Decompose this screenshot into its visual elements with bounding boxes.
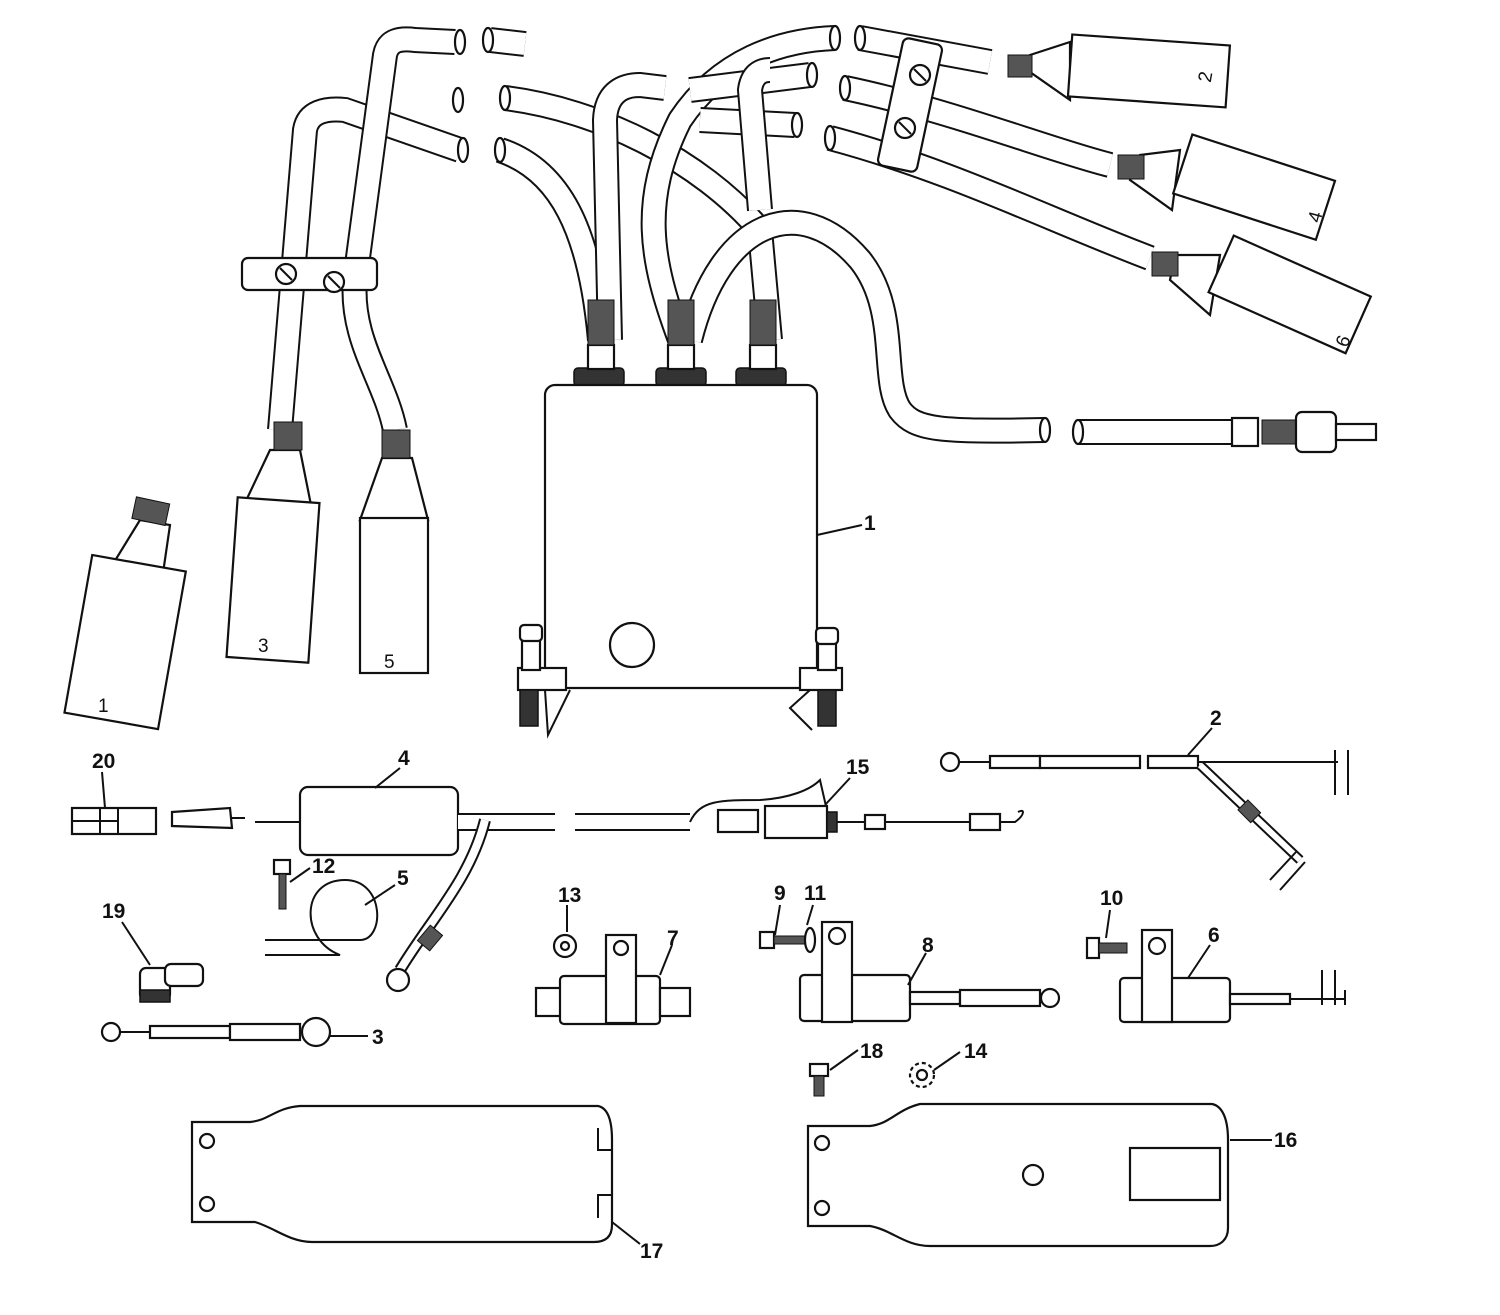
callout-17: 17 — [640, 1240, 663, 1263]
callout-1: 1 — [864, 512, 876, 535]
harness-4 — [170, 785, 690, 993]
callout-18: 18 — [860, 1040, 884, 1063]
callout-11: 11 — [804, 882, 827, 905]
boot-2: 2 — [1007, 33, 1232, 109]
connector-20 — [70, 806, 158, 836]
screw-18 — [808, 1062, 830, 1097]
callout-8: 8 — [922, 934, 934, 957]
callout-5: 5 — [397, 867, 409, 890]
callout-19: 19 — [102, 900, 125, 923]
cable-break-marks — [451, 24, 1085, 446]
callout-3: 3 — [372, 1026, 384, 1049]
callout-12: 12 — [312, 855, 335, 878]
screw-10 — [1085, 936, 1128, 960]
callout-numbers: 1 2 3 4 5 6 7 8 9 10 11 12 13 14 15 16 1… — [92, 512, 1297, 1263]
lead-3 — [100, 1016, 332, 1048]
callout-13: 13 — [558, 884, 581, 907]
switch-15 — [689, 778, 1024, 840]
main-ignition-unit — [516, 299, 844, 739]
ground-lead-2 — [939, 750, 1349, 891]
power-plug — [1230, 410, 1378, 454]
callout-20: 20 — [92, 750, 115, 773]
boot-1-label: 1 — [98, 696, 109, 717]
callout-16: 16 — [1274, 1129, 1297, 1152]
boot-2-label: 2 — [1195, 70, 1218, 84]
boot-3: 3 — [225, 421, 321, 664]
ignition-lead-cables — [140, 24, 1240, 505]
cover-plate-17 — [190, 1104, 614, 1244]
boot-19 — [138, 962, 205, 1003]
boot-5: 5 — [358, 429, 430, 675]
coil-8 — [798, 920, 1061, 1024]
callout-14: 14 — [964, 1040, 988, 1063]
cable-clamp-right — [876, 37, 944, 173]
coil-7 — [534, 933, 692, 1026]
callout-2: 2 — [1210, 707, 1222, 730]
screw-12 — [272, 858, 292, 910]
boot-3-label: 3 — [258, 636, 269, 657]
callout-4: 4 — [398, 747, 410, 770]
callout-9: 9 — [774, 882, 786, 905]
lockwasher-14 — [908, 1061, 936, 1089]
boot-5-label: 5 — [384, 652, 395, 673]
cable-clamp-left — [240, 256, 379, 294]
callout-10: 10 — [1100, 887, 1123, 910]
washer-13 — [552, 933, 578, 959]
boot-6: 6 — [1151, 234, 1373, 355]
coil-6 — [1118, 928, 1346, 1024]
boot-4: 4 — [1117, 133, 1337, 242]
cover-plate-16 — [806, 1102, 1230, 1248]
callout-15: 15 — [846, 756, 870, 779]
washer-11 — [803, 926, 817, 954]
callout-6: 6 — [1208, 924, 1220, 947]
screw-9 — [758, 930, 810, 950]
boot-1: 1 — [63, 496, 188, 731]
leader-lines — [101, 524, 1272, 1245]
callout-7: 7 — [667, 927, 679, 950]
clip-5 — [265, 878, 379, 956]
